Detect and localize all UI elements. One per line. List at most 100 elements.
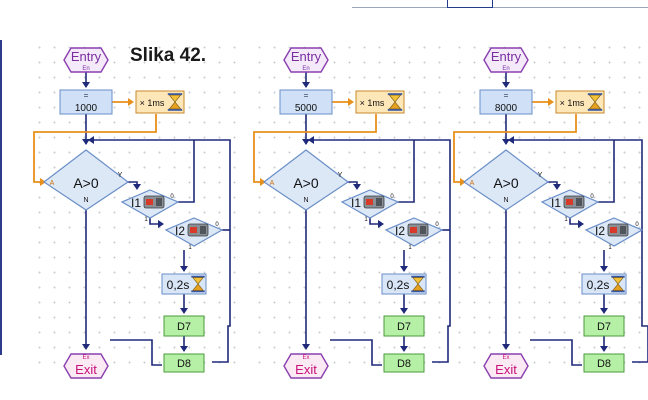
output-d7-block[interactable]: D7	[163, 315, 205, 337]
input-i2-label: I2	[395, 224, 405, 238]
i2-sensor-icon	[187, 223, 209, 237]
wait-block[interactable]: × 1ms	[355, 90, 405, 114]
output-d8-block[interactable]: D8	[583, 353, 625, 373]
connector-line	[110, 339, 162, 366]
i2-branch-one: 1	[408, 245, 412, 251]
connector-line	[253, 114, 377, 183]
condition-no-label: N	[503, 197, 508, 204]
exit-label: Exit	[495, 362, 517, 377]
assign-value: 8000	[495, 103, 518, 114]
wait-unit-label: × 1ms	[560, 98, 585, 108]
delay-hourglass-icon	[611, 275, 625, 293]
exit-port-label: Ex	[302, 355, 309, 361]
assign-symbol: =	[504, 91, 509, 100]
i1-sensor-icon	[563, 195, 585, 209]
i1-branch-one: 1	[564, 217, 568, 223]
condition-label: A>0	[73, 175, 99, 191]
entry-label: Entry	[491, 49, 522, 64]
i1-sensor-icon	[363, 195, 385, 209]
delay-hourglass-icon	[411, 275, 425, 293]
input-i2-block[interactable]: I2 0 1	[384, 217, 444, 251]
i1-branch-zero: 0	[170, 194, 174, 200]
delay-block[interactable]: 0,2s	[381, 273, 427, 295]
assign-block[interactable]: =5000	[279, 89, 333, 115]
i2-branch-zero: 0	[635, 222, 639, 228]
i1-branch-one: 1	[364, 217, 368, 223]
figure-caption: Slika 42.	[130, 45, 207, 66]
delay-label: 0,2s	[387, 278, 410, 292]
connector-line	[432, 272, 451, 363]
exit-port-label: Ex	[502, 355, 509, 361]
wait-block[interactable]: × 1ms	[135, 90, 185, 114]
condition-port-a: A	[270, 180, 275, 187]
i2-branch-one: 1	[608, 245, 612, 251]
assign-block[interactable]: = 1000	[59, 89, 113, 115]
output-d7-label: D7	[397, 321, 411, 333]
condition-block[interactable]: A>0 A Y N	[42, 149, 130, 211]
condition-no-label: N	[83, 197, 88, 204]
i1-branch-zero: 0	[590, 194, 594, 200]
entry-port-label: En	[502, 66, 509, 72]
top-frame-box	[447, 0, 493, 8]
assign-block[interactable]: = 8000	[479, 89, 533, 115]
i1-branch-zero: 0	[390, 194, 394, 200]
delay-block[interactable]: 0,2s	[161, 273, 207, 295]
assign-symbol: =	[84, 91, 89, 100]
delay-block[interactable]: 0,2s	[581, 273, 627, 295]
condition-yes-label: Y	[118, 172, 123, 179]
hourglass-icon	[587, 93, 603, 111]
delay-label: 0,2s	[587, 278, 610, 292]
assign-value: 1000	[75, 103, 98, 114]
connector-line	[212, 272, 231, 363]
wait-unit-label: × 1ms	[360, 98, 385, 108]
output-d8-block[interactable]: D8	[163, 353, 205, 373]
condition-label: A>0	[493, 175, 519, 191]
condition-no-label: N	[303, 197, 308, 204]
output-d7-block[interactable]: D7	[583, 315, 625, 337]
i2-sensor-icon	[407, 223, 429, 237]
i2-branch-one: 1	[188, 245, 192, 251]
connector-line	[178, 140, 195, 203]
output-d8-block[interactable]: D8	[383, 353, 425, 373]
output-d7-label: D7	[597, 321, 611, 333]
entry-label: Entry	[291, 49, 322, 64]
connector-line	[306, 139, 451, 272]
connector-line	[632, 272, 648, 363]
wait-block[interactable]: × 1ms	[555, 90, 605, 114]
entry-port-label: En	[82, 66, 89, 72]
delay-hourglass-icon	[191, 275, 205, 293]
entry-port-label: En	[302, 66, 309, 72]
output-d7-block[interactable]: D7	[383, 315, 425, 337]
hourglass-icon	[387, 93, 403, 111]
i2-branch-zero: 0	[435, 222, 439, 228]
output-d8-label: D8	[397, 358, 411, 370]
condition-port-a: A	[50, 180, 55, 187]
connector-line	[506, 139, 643, 272]
i1-branch-one: 1	[144, 217, 148, 223]
left-page-border	[0, 40, 2, 355]
connector-line	[330, 339, 382, 366]
output-d7-label: D7	[177, 321, 191, 333]
assign-symbol: =	[304, 91, 309, 100]
connector-line	[598, 140, 615, 203]
input-i2-label: I2	[175, 224, 185, 238]
